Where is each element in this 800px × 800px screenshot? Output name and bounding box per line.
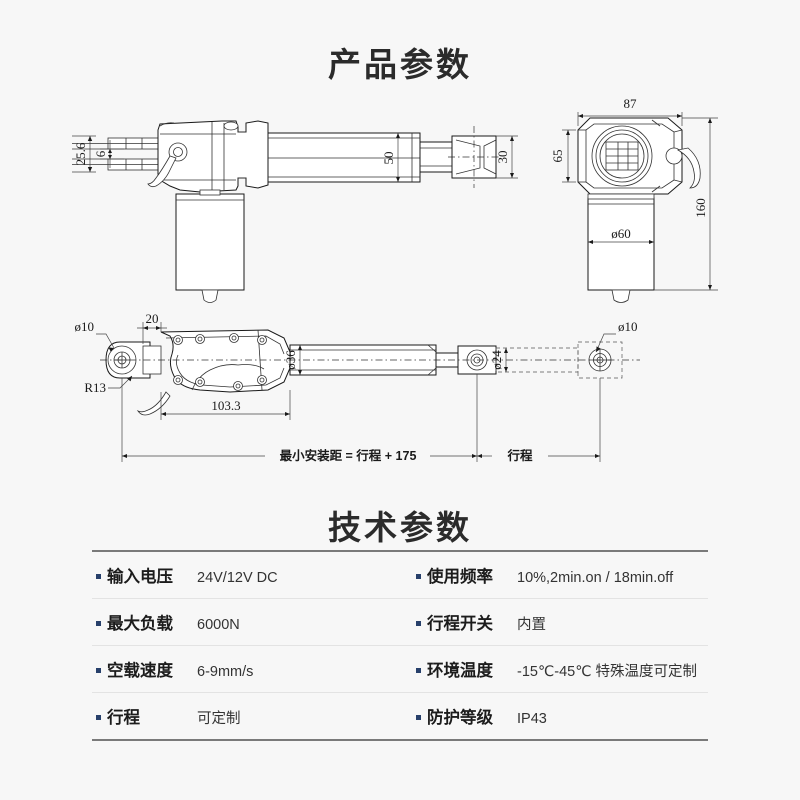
spec-label: 使用频率 — [427, 568, 493, 586]
dim-label-6: 6 — [93, 150, 108, 157]
dim-label-103-3: 103.3 — [211, 398, 240, 413]
drawing-front-elevation: 87 65 160 — [550, 96, 718, 303]
spec-label: 空载速度 — [107, 662, 173, 680]
spec-value: 6000N — [197, 617, 240, 633]
spec-label: 最大负载 — [107, 615, 173, 633]
dimension-87: 87 — [577, 96, 683, 126]
technical-parameters-heading: 技术参数 — [328, 509, 472, 546]
spec-cell-right: 使用频率 10%,2min.on / 18min.off — [400, 563, 708, 587]
dimension-65: 65 — [550, 129, 576, 183]
spec-value: 内置 — [517, 617, 546, 633]
dim-label-50: 50 — [381, 152, 396, 165]
dimension-dia-36: ø36 — [283, 345, 302, 375]
dimension-r13: R13 — [84, 375, 133, 395]
dim-label-dia-24: ø24 — [489, 350, 504, 370]
product-parameters-heading: 产品参数 — [328, 46, 472, 83]
table-row: 输入电压 24V/12V DC 使用频率 10%,2min.on / 18min… — [92, 552, 708, 599]
note-stroke: 行程 — [477, 378, 601, 463]
spec-cell-left: 最大负载 6000N — [92, 610, 400, 634]
bullet-icon — [416, 668, 421, 673]
dim-label-20: 20 — [146, 311, 159, 326]
dim-label-65: 65 — [550, 150, 565, 163]
dimension-25-6: 25.6 — [72, 135, 96, 173]
bullet-icon — [96, 668, 101, 673]
spec-label: 行程 — [107, 709, 140, 727]
specification-table: 输入电压 24V/12V DC 使用频率 10%,2min.on / 18min… — [92, 550, 708, 741]
spec-cell-left: 行程 可定制 — [92, 704, 400, 728]
dim-label-25-6: 25.6 — [73, 142, 88, 165]
dimension-dia-10-left: ø10 — [75, 319, 115, 352]
spec-cell-left: 输入电压 24V/12V DC — [92, 563, 400, 587]
table-bottom-rule — [92, 739, 708, 741]
dimension-6: 6 — [93, 140, 124, 168]
spec-label: 防护等级 — [427, 709, 493, 727]
dimension-103-3: 103.3 — [160, 390, 291, 420]
bullet-icon — [416, 574, 421, 579]
dimension-20: 20 — [137, 311, 167, 344]
drawing-plan-view: ø10 R13 20 — [75, 311, 640, 463]
note-minimum-install-distance: 最小安装距 = 行程 + 175 — [121, 374, 478, 463]
spec-value: 6-9mm/s — [197, 664, 254, 680]
dimension-dia-10-right: ø10 — [595, 319, 638, 353]
drawing-side-elevation: 25.6 6 50 — [72, 120, 518, 303]
spec-label: 环境温度 — [427, 662, 493, 680]
dim-label-dia-10-left: ø10 — [75, 319, 95, 334]
table-row: 最大负载 6000N 行程开关 内置 — [92, 599, 708, 646]
note-label-min-install: 最小安装距 = 行程 + 175 — [280, 448, 417, 463]
dim-label-r13: R13 — [84, 380, 106, 395]
table-row: 行程 可定制 防护等级 IP43 — [92, 693, 708, 739]
bullet-icon — [416, 715, 421, 720]
dim-label-87: 87 — [624, 96, 638, 111]
dimension-dia-60: ø60 — [588, 226, 654, 244]
dim-label-160: 160 — [693, 198, 708, 218]
spec-value: -15℃-45℃ 特殊温度可定制 — [517, 664, 698, 680]
engineering-drawings: 25.6 6 50 — [0, 90, 800, 490]
spec-cell-right: 防护等级 IP43 — [400, 704, 708, 728]
spec-cell-right: 行程开关 内置 — [400, 610, 708, 634]
bullet-icon — [416, 621, 421, 626]
dimension-50: 50 — [381, 133, 400, 182]
spec-value: 可定制 — [197, 711, 241, 727]
bullet-icon — [96, 574, 101, 579]
note-label-stroke: 行程 — [506, 448, 533, 463]
dimension-160: 160 — [654, 117, 718, 291]
table-rows: 输入电压 24V/12V DC 使用频率 10%,2min.on / 18min… — [92, 552, 708, 739]
dim-label-dia-60: ø60 — [611, 226, 631, 241]
dim-label-dia-36: ø36 — [283, 350, 298, 370]
spec-cell-right: 环境温度 -15℃-45℃ 特殊温度可定制 — [400, 657, 708, 681]
spec-value: IP43 — [517, 711, 547, 727]
spec-cell-left: 空载速度 6-9mm/s — [92, 657, 400, 681]
spec-label: 行程开关 — [427, 615, 493, 633]
dimension-30: 30 — [495, 135, 518, 179]
spec-value: 10%,2min.on / 18min.off — [517, 570, 674, 586]
bullet-icon — [96, 621, 101, 626]
spec-label: 输入电压 — [107, 568, 173, 586]
dimension-dia-24: ø24 — [489, 348, 508, 372]
dim-label-dia-10-right: ø10 — [618, 319, 638, 334]
bullet-icon — [96, 715, 101, 720]
table-row: 空载速度 6-9mm/s 环境温度 -15℃-45℃ 特殊温度可定制 — [92, 646, 708, 693]
spec-value: 24V/12V DC — [197, 570, 278, 586]
dim-label-30: 30 — [495, 151, 510, 164]
table-top-rule — [92, 550, 708, 552]
